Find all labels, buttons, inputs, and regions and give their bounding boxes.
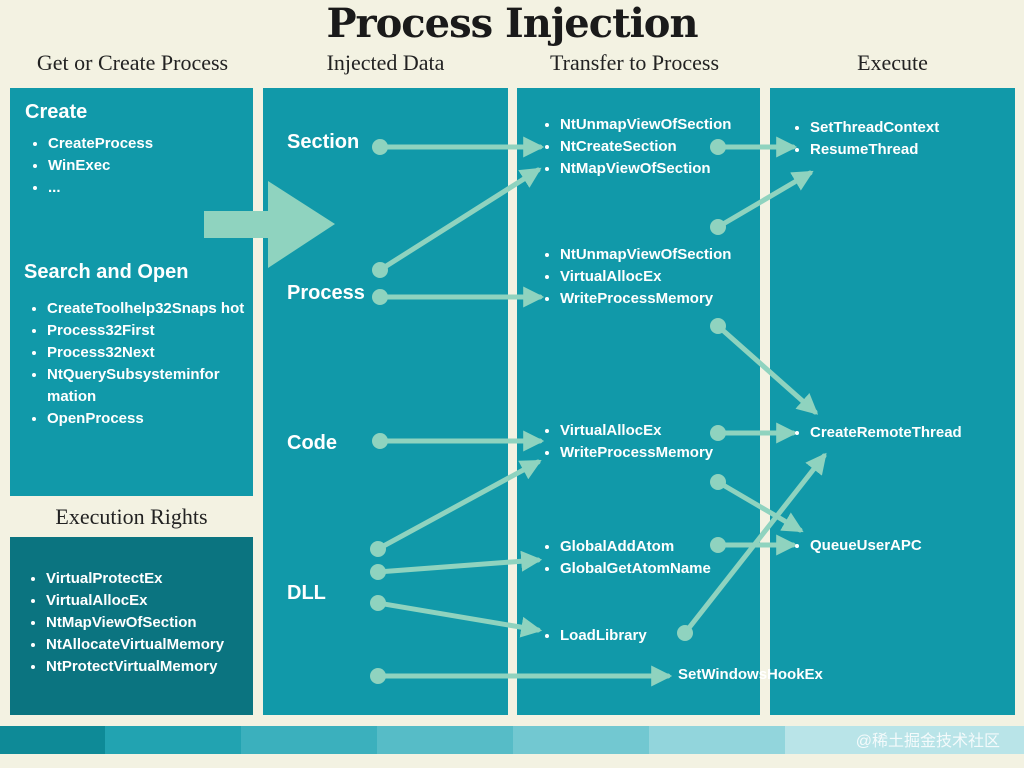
list-item: NtAllocateVirtualMemory: [46, 634, 266, 656]
list-item: OpenProcess: [47, 408, 257, 430]
get-or-create-panel: Create CreateProcess WinExec ... Search …: [10, 88, 253, 496]
list-item: VirtualAllocEx: [46, 590, 266, 612]
column-header-get-or-create: Get or Create Process: [36, 50, 229, 75]
list-item: CreateProcess: [48, 133, 258, 155]
list-item: VirtualAllocEx: [560, 420, 780, 442]
node-dot: [677, 625, 693, 641]
list-item: NtProtectVirtualMemory: [46, 656, 266, 678]
list-item: ...: [48, 177, 258, 199]
column-header-execute: Execute: [857, 50, 928, 75]
transfer-group-section-mapping: NtUnmapViewOfSection NtCreateSection NtM…: [540, 114, 780, 180]
list-item: WriteProcessMemory: [560, 288, 780, 310]
list-item: SetThreadContext: [810, 117, 1024, 139]
search-and-open-title: Search and Open: [24, 261, 189, 283]
injected-code-label: Code: [287, 432, 337, 454]
bottom-color-bar: [0, 726, 1024, 754]
setwindowshookex-label: SetWindowsHookEx: [678, 666, 823, 683]
transfer-panel: [517, 88, 760, 715]
arrow-dll-to-writeprocessmemory: [375, 459, 542, 552]
node-dot: [710, 318, 726, 334]
list-item: CreateRemoteThread: [810, 422, 1024, 444]
list-item: VirtualAllocEx: [560, 266, 780, 288]
arrow-loadlibrary-to-createremotethread: [682, 452, 827, 636]
list-item: NtUnmapViewOfSection: [560, 114, 780, 136]
transfer-group-loadlibrary: LoadLibrary: [540, 625, 780, 647]
list-item: Process32Next: [47, 342, 257, 364]
column-header-transfer: Transfer to Process: [549, 50, 720, 75]
node-dot: [710, 537, 726, 553]
list-item: ResumeThread: [810, 139, 1024, 161]
watermark: @稀土掘金技术社区: [855, 733, 1000, 750]
transfer-group-atom: GlobalAddAtom GlobalGetAtomName: [540, 536, 780, 580]
list-item: CreateToolhelp32Snaps hot: [47, 298, 257, 320]
node-dot: [710, 474, 726, 490]
list-item: NtUnmapViewOfSection: [560, 244, 780, 266]
list-item: WriteProcessMemory: [560, 442, 780, 464]
node-dot: [370, 564, 386, 580]
injected-section-label: Section: [287, 131, 360, 153]
page-title: Process Injection: [326, 0, 698, 47]
node-dot: [710, 425, 726, 441]
execution-rights-title: Execution Rights: [55, 504, 208, 529]
execute-group-apc: QueueUserAPC: [790, 535, 1024, 557]
list-item: NtQuerySubsysteminfor mation: [47, 364, 257, 408]
list-item: NtMapViewOfSection: [46, 612, 266, 634]
execute-group-remote-thread: CreateRemoteThread: [790, 422, 1024, 444]
create-title: Create: [25, 101, 88, 123]
search-list: CreateToolhelp32Snaps hot Process32First…: [27, 298, 257, 430]
column-header-injected-data: Injected Data: [326, 50, 445, 75]
node-dot: [372, 433, 388, 449]
node-dot: [372, 139, 388, 155]
transfer-group-process-hollowing: NtUnmapViewOfSection VirtualAllocEx Writ…: [540, 244, 780, 310]
node-dot: [370, 541, 386, 557]
list-item: NtCreateSection: [560, 136, 780, 158]
create-list: CreateProcess WinExec ...: [28, 133, 258, 199]
injected-process-label: Process: [287, 282, 365, 304]
list-item: WinExec: [48, 155, 258, 177]
list-item: LoadLibrary: [560, 625, 780, 647]
arrow-writeprocessmemory-to-queueuserapc: [715, 479, 804, 533]
list-item: GlobalAddAtom: [560, 536, 780, 558]
node-dot: [710, 219, 726, 235]
injected-data-panel: [263, 88, 508, 715]
execution-rights-panel: VirtualProtectEx VirtualAllocEx NtMapVie…: [10, 537, 253, 715]
execute-group-thread-context: SetThreadContext ResumeThread: [790, 117, 1024, 161]
node-dot: [372, 289, 388, 305]
node-dot: [370, 668, 386, 684]
arrow-dll-to-loadlibrary: [375, 600, 543, 638]
list-item: VirtualProtectEx: [46, 568, 266, 590]
node-dot: [372, 262, 388, 278]
big-block-arrow: [204, 181, 335, 268]
list-item: GlobalGetAtomName: [560, 558, 780, 580]
transfer-group-code-write: VirtualAllocEx WriteProcessMemory: [540, 420, 780, 464]
execution-rights-list: VirtualProtectEx VirtualAllocEx NtMapVie…: [26, 568, 266, 678]
node-dot: [370, 595, 386, 611]
arrow-dll-to-globaladdatom: [375, 550, 543, 575]
arrow-process-to-ntmapviewofsection: [377, 167, 542, 273]
arrow-ntunmapviewofsection-to-resumethread: [715, 170, 814, 230]
node-dot: [710, 139, 726, 155]
injected-dll-label: DLL: [287, 582, 326, 604]
list-item: QueueUserAPC: [810, 535, 1024, 557]
arrow-writeprocessmemory-to-createremotethread: [715, 323, 819, 415]
list-item: Process32First: [47, 320, 257, 342]
list-item: NtMapViewOfSection: [560, 158, 780, 180]
